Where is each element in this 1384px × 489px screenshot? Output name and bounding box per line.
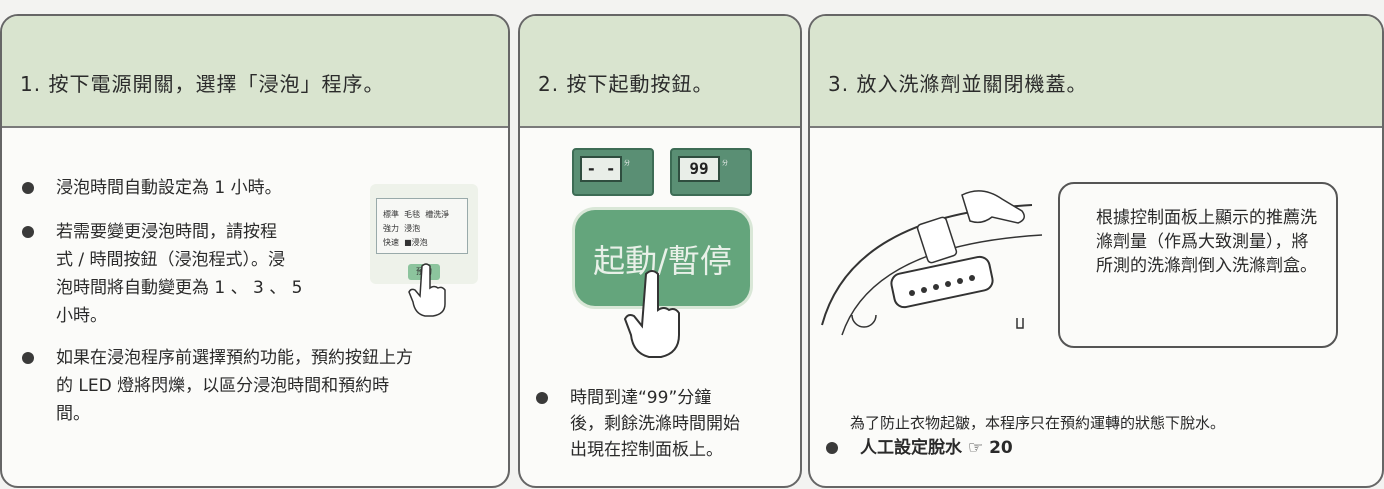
start-pause-button[interactable]: 起動/暫停 [575, 210, 750, 306]
bullet-text: 小時。 [56, 306, 107, 326]
bullet-text: 的 LED 燈將閃爍，以區分浸泡時間和預約時 [56, 376, 390, 396]
display-unit: 分 [624, 160, 631, 167]
step1-bullet-2: 若需要變更浸泡時間，請按程 式 / 時間按鈕（浸泡程式）。浸 泡時間將自動變更為… [22, 220, 362, 330]
bullet-dot [22, 226, 34, 238]
display-digits: - - [580, 156, 622, 182]
step1-bullet-3: 如果在浸泡程序前選擇預約功能，預約按鈕上方 的 LED 燈將閃爍，以區分浸泡時間… [22, 346, 502, 436]
step1-header: 1. 按下電源開關，選擇「浸泡」程序。 [2, 16, 508, 128]
pointing-hand-icon [408, 263, 446, 317]
bullet-dot [22, 352, 34, 364]
bullet-text: 浸泡時間自動設定為 1 小時。 [56, 178, 282, 198]
step2-bullet: 時間到達“99”分鐘 後，剩餘洗滌時間開始 出現在控制面板上。 [536, 386, 796, 476]
bullet-text: 出現在控制面板上。 [570, 440, 723, 460]
bullet-dot [22, 182, 34, 194]
bullet-text: 時間到達“99”分鐘 [570, 388, 712, 408]
bullet-dot [536, 392, 548, 404]
display-after: 99 分 [670, 148, 752, 196]
display-before: - - 分 [572, 148, 654, 196]
display-unit: 分 [722, 160, 729, 167]
bullet-text: 如果在浸泡程序前選擇預約功能，預約按鈕上方 [56, 348, 413, 368]
step2-header: 2. 按下起動按鈕。 [520, 16, 800, 128]
washing-machine-detergent-illustration [821, 190, 1043, 336]
control-panel-illustration: 標準 毛毯 槽洗淨 強力 浸泡 快速 ■浸泡 預約 [370, 184, 478, 317]
bullet-dot [826, 442, 838, 454]
step1-title: 1. 按下電源開關，選擇「浸泡」程序。 [20, 72, 385, 96]
step3-title: 3. 放入洗滌劑並關閉機蓋。 [828, 72, 1088, 96]
program-row-3: 快速 ■浸泡 [383, 238, 428, 247]
display-digits: 99 [678, 156, 720, 182]
program-row-2: 強力 浸泡 [383, 224, 421, 233]
step3-header: 3. 放入洗滌劑並關閉機蓋。 [810, 16, 1382, 128]
detergent-instruction-bubble: 根據控制面板上顯示的推薦洗滌劑量（作爲大致測量），將所測的洗滌劑倒入洗滌劑盒。 [1058, 182, 1338, 348]
bullet-text: 若需要變更浸泡時間，請按程 [56, 222, 277, 242]
step2-title: 2. 按下起動按鈕。 [538, 72, 714, 96]
step1-panel: 1. 按下電源開關，選擇「浸泡」程序。 浸泡時間自動設定為 1 小時。 若需要變… [0, 14, 510, 488]
bullet-text: 泡時間將自動變更為 1 、 3 、 5 [56, 278, 303, 298]
pointing-hand-icon [623, 270, 680, 358]
bullet-text: 後，剩餘洗滌時間開始 [570, 414, 740, 434]
program-display: 標準 毛毯 槽洗淨 強力 浸泡 快速 ■浸泡 [376, 198, 468, 254]
bullet-text: 人工設定脫水 ☞ 20 [860, 438, 1013, 458]
bubble-text: 根據控制面板上顯示的推薦洗滌劑量（作爲大致測量），將所測的洗滌劑倒入洗滌劑盒。 [1096, 208, 1317, 276]
step2-panel: 2. 按下起動按鈕。 時間到達“99”分鐘 後，剩餘洗滌時間開始 出現在控制面板… [518, 14, 802, 488]
step3-note: 為了防止衣物起皺，本程序只在預約運轉的狀態下脫水。 [850, 414, 1226, 432]
start-pause-label: 起動/暫停 [593, 242, 732, 280]
bullet-text: 式 / 時間按鈕（浸泡程式）。浸 [56, 250, 286, 270]
program-row-1: 標準 毛毯 槽洗淨 [383, 210, 450, 219]
bullet-text: 間。 [56, 404, 90, 424]
